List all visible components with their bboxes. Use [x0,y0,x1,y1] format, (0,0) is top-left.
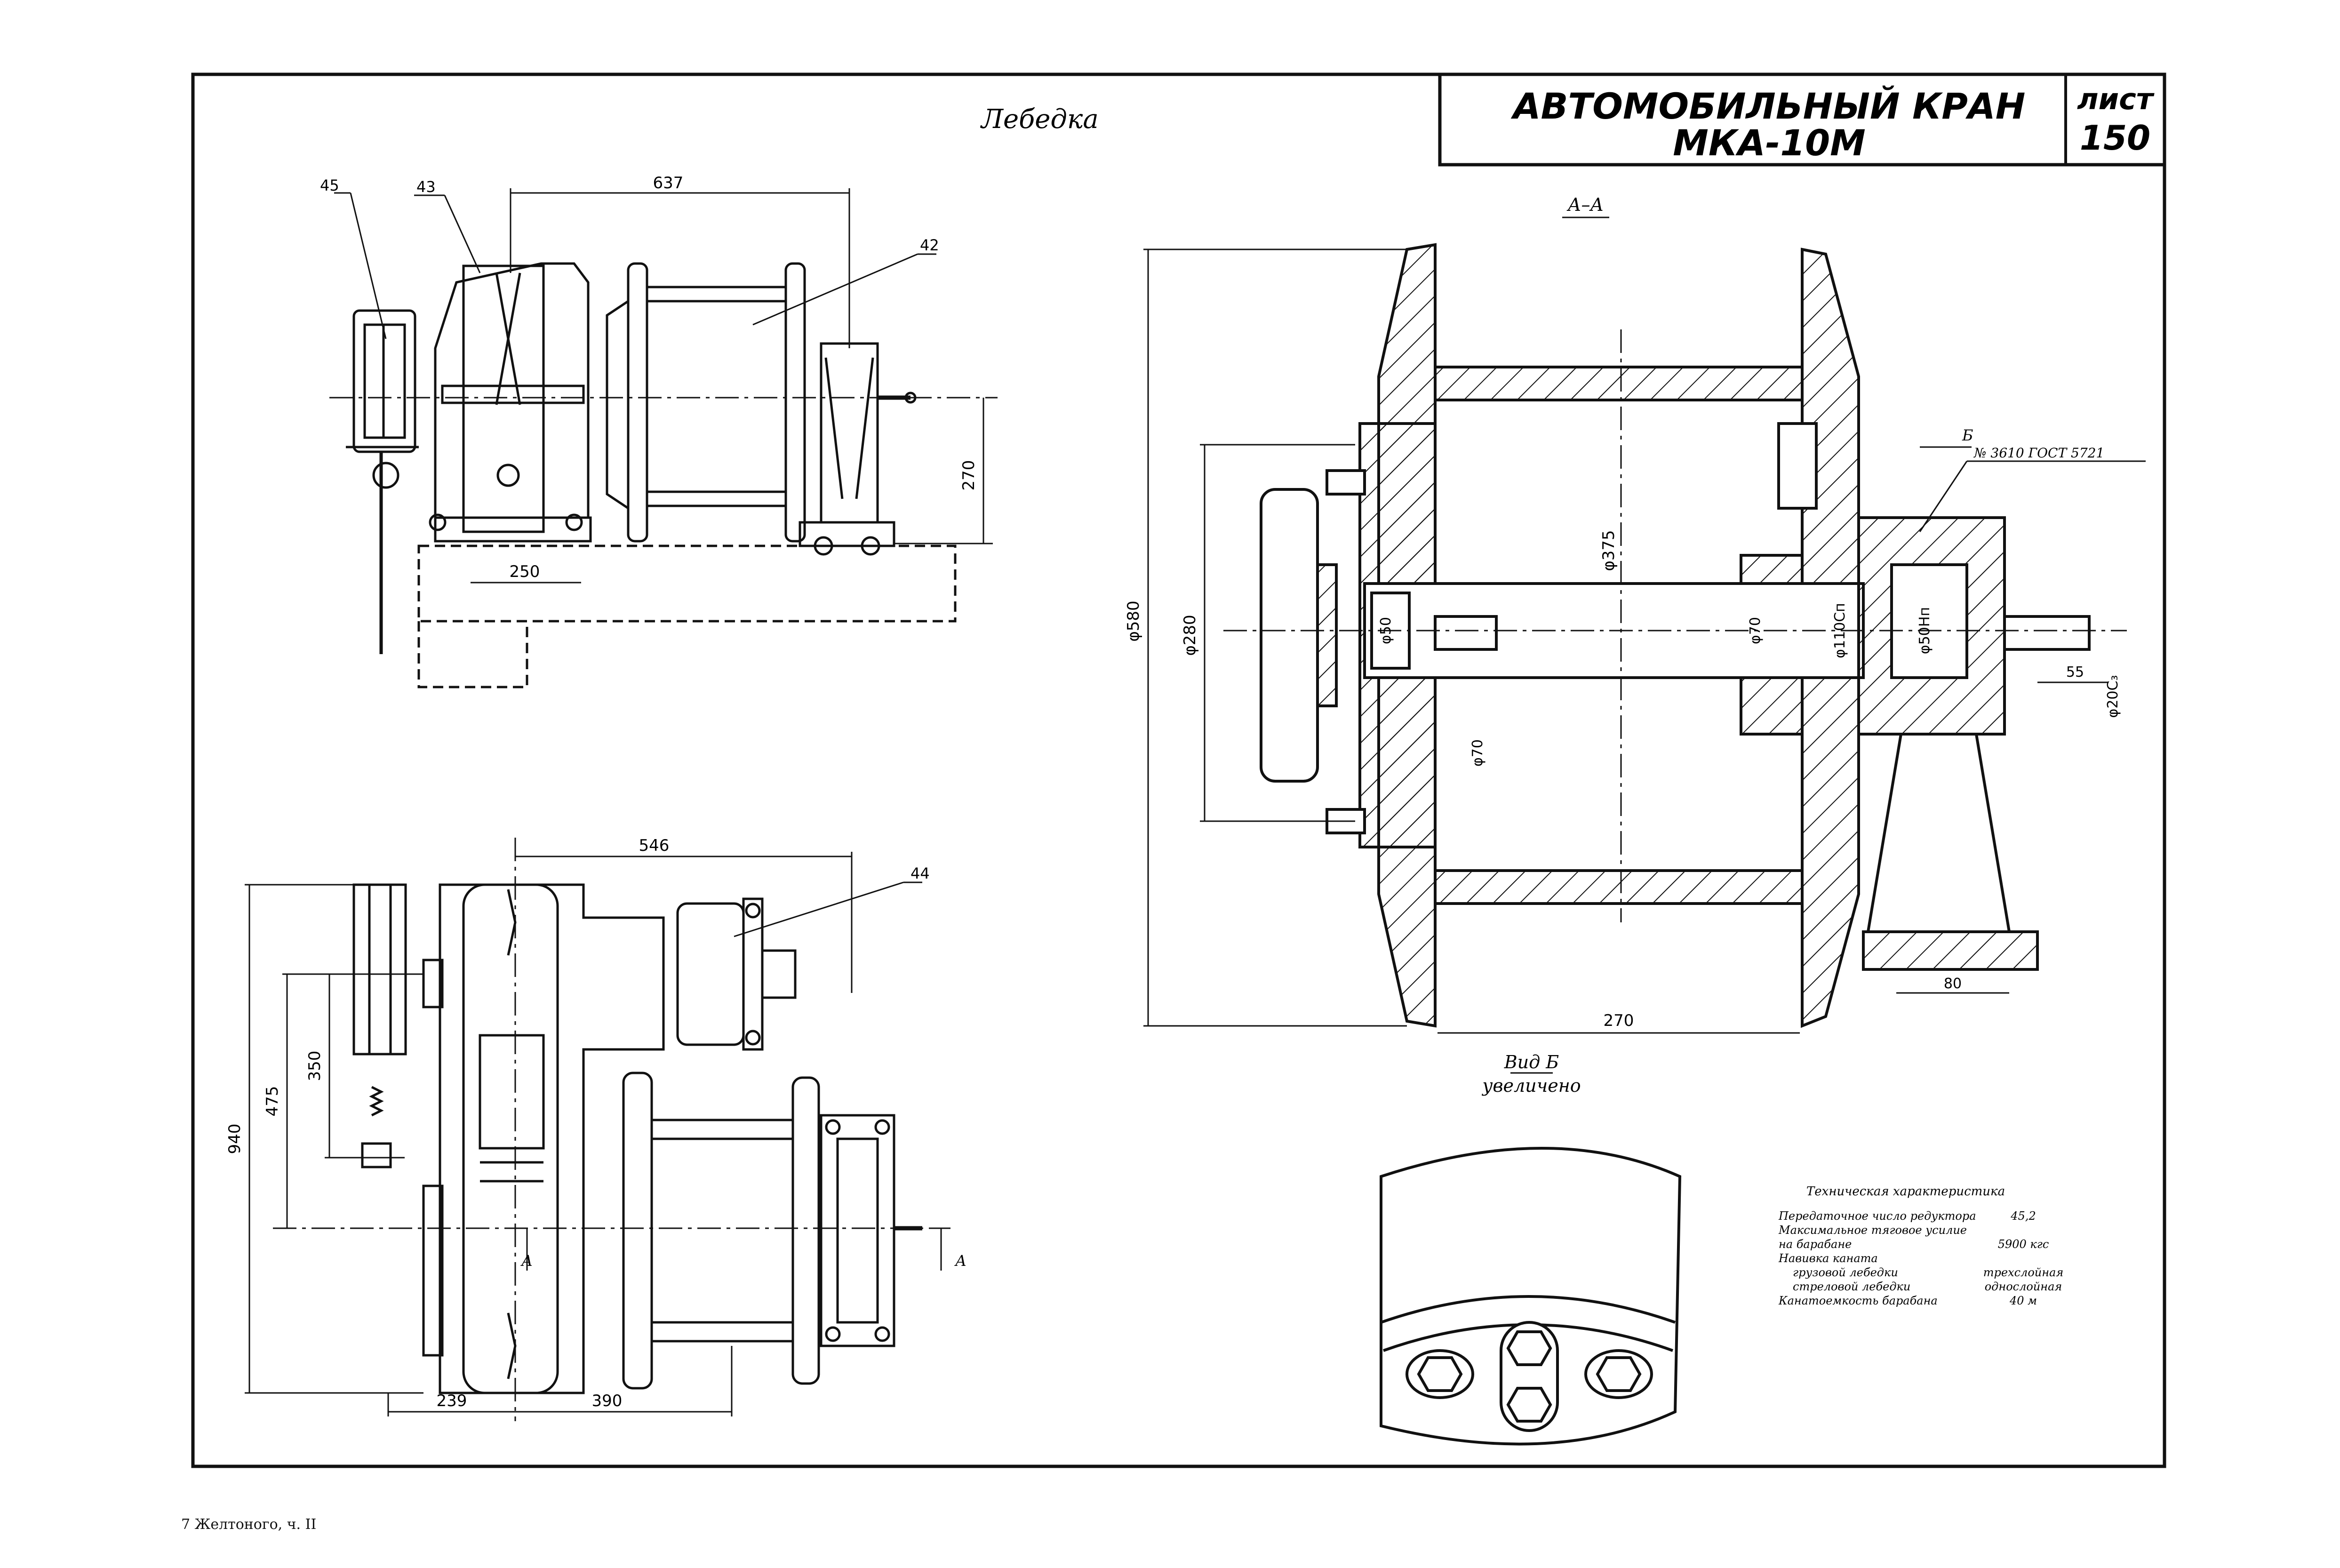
title-line2: МКА-10М [1673,122,1866,164]
dim-20: φ20C₃ [2105,675,2121,718]
winch-plan-view [273,838,950,1421]
spec-row-6-label: стреловой лебедки [1793,1280,1910,1293]
title-block: АВТОМОБИЛЬНЫЙ КРАН МКА-10М лист 150 [1438,72,2166,167]
spec-row-5-label: грузовой лебедки [1793,1266,1898,1279]
dim-280: φ280 [1181,615,1199,656]
side-view-dims [334,188,993,584]
dim-239: 239 [437,1392,467,1410]
spec-row-2-label: Максимальное тяговое усилие [1778,1224,1967,1237]
plan-view-dims [245,852,942,1416]
dim-350: 350 [305,1051,324,1081]
dim-637: 637 [653,174,684,192]
dim-110: φ110Cп [1832,603,1848,658]
page-footer: 7 Желтоного, ч. II [181,1516,317,1533]
tech-spec: Техническая характеристика Передаточное … [1778,1184,2063,1307]
spec-row-3-value: 5900 кгс [1998,1238,2049,1251]
spec-row-1-label: Передаточное число редуктора [1778,1209,1976,1223]
dim-475: 475 [263,1086,282,1117]
spec-row-1-value: 45,2 [2010,1209,2036,1223]
section-label: А–А [1566,194,1604,215]
winch-side-view [329,262,998,688]
spec-row-7-value: 40 м [2009,1294,2037,1307]
dim-940: 940 [225,1124,244,1154]
spec-row-6-value: однослойная [1985,1280,2062,1293]
spec-row-3-label: на барабане [1779,1238,1852,1251]
dim-250: 250 [510,562,540,581]
view-b-sublabel: увеличено [1481,1075,1581,1096]
dim-50h: φ50Hп [1917,607,1933,654]
callout-42: 42 [920,236,939,254]
dim-50: φ50 [1378,617,1394,644]
spec-row-7-label: Канатоемкость барабана [1778,1294,1938,1307]
dim-55: 55 [2066,664,2084,680]
dim-270-section: 270 [1604,1011,1634,1030]
sheet-number: 150 [2080,118,2150,158]
callout-43: 43 [416,178,436,196]
callout-45: 45 [320,176,339,194]
section-centerlines [1223,329,2127,922]
drawing-title: Лебедка [980,104,1099,135]
arrow-b-label: Б [1962,426,1973,444]
dim-70-shaft: φ70 [1747,617,1764,644]
arrow-a-right-label: А [954,1252,966,1270]
arrow-a-left-label: А [520,1252,533,1270]
drum-section [1260,243,2091,1028]
dim-546: 546 [639,836,670,855]
view-b-drawing [1380,1147,1682,1446]
dim-70-key: φ70 [1469,739,1486,767]
view-b-label: Вид Б [1504,1052,1559,1072]
dim-375: φ375 [1599,530,1618,571]
callout-44: 44 [910,864,930,882]
spec-row-4-label: Навивка каната [1778,1252,1878,1265]
sheet-label: лист [2077,82,2155,116]
section-dims [1143,248,2146,1034]
dim-80: 80 [1944,976,1962,992]
title-line1: АВТОМОБИЛЬНЫЙ КРАН [1511,85,2026,127]
spec-row-5-value: трехслойная [1983,1266,2064,1279]
dim-580: φ580 [1124,600,1143,641]
sheet-frame [191,72,2166,1468]
bearing-label: № 3610 ГОСТ 5721 [1973,445,2104,461]
dim-390: 390 [592,1392,623,1410]
spec-header: Техническая характеристика [1806,1184,2005,1199]
dim-270-side: 270 [959,460,978,491]
